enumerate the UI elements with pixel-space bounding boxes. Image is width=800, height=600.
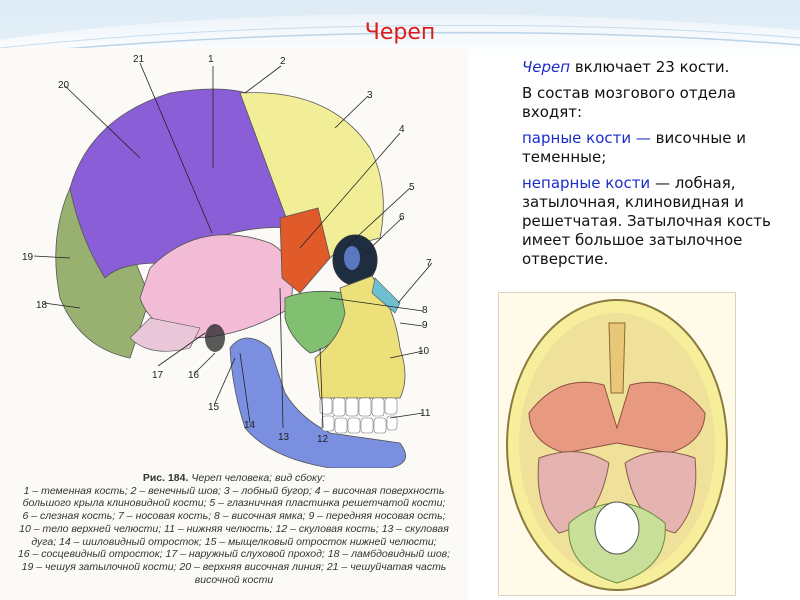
intro-rest: включает 23 кости.: [570, 58, 730, 76]
description-text: Череп включает 23 кости. В состав мозгов…: [522, 58, 784, 276]
decorative-waves: [0, 0, 800, 56]
label-5: 5: [409, 182, 415, 193]
label-18: 18: [36, 300, 48, 311]
caption-line: 6 – слезная кость; 7 – носовая кость; 8 …: [22, 510, 446, 523]
paragraph-brain-section: В состав мозгового отдела входят:: [522, 84, 736, 121]
skull-base-drawing: [506, 299, 728, 591]
label-21: 21: [133, 54, 145, 65]
label-10: 10: [418, 346, 430, 357]
skull-illustration: 1 2 3 4 5 6 7 8 9 10 11 12 13 14 15 16 1…: [22, 54, 433, 468]
caption-line: большого крыла клиновидной кости; 5 – гл…: [22, 497, 446, 510]
paired-rest: височные и теменные;: [522, 129, 746, 166]
label-1: 1: [208, 54, 214, 65]
label-2: 2: [280, 56, 286, 67]
term-paired-bones: парные кости —: [522, 129, 651, 147]
caption-line: 16 – сосцевидный отросток; 17 – наружный…: [17, 548, 451, 561]
skull-figure: 1 2 3 4 5 6 7 8 9 10 11 12 13 14 15 16 1…: [0, 48, 468, 600]
label-19: 19: [22, 252, 34, 263]
figure-caption: Рис. 184. Череп человека; вид сбоку: 1 –…: [4, 472, 464, 586]
label-13: 13: [278, 432, 290, 443]
paragraph-paired: парные кости — височные и теменные;: [522, 129, 784, 167]
skull-base-illustration: [498, 292, 736, 596]
label-3: 3: [367, 90, 373, 101]
label-7: 7: [426, 258, 432, 269]
label-17: 17: [152, 370, 164, 381]
term-skull: Череп: [522, 58, 571, 76]
label-11: 11: [420, 408, 431, 419]
paragraph-intro: Череп включает 23 кости.: [522, 58, 784, 77]
label-15: 15: [208, 402, 220, 413]
label-6: 6: [399, 212, 405, 223]
caption-line: 1 – теменная кость; 2 – венечный шов; 3 …: [23, 484, 445, 497]
label-12: 12: [317, 434, 329, 445]
label-14: 14: [244, 420, 256, 431]
caption-figure-number: Рис. 184.: [142, 472, 189, 484]
caption-line: дуга; 14 – шиловидный отросток; 15 – мыщ…: [31, 535, 437, 548]
term-unpaired-bones: непарные кости: [522, 174, 651, 192]
caption-line: 19 – чешуя затылочной кости; 20 – верхня…: [21, 560, 447, 573]
label-4: 4: [399, 124, 405, 135]
label-9: 9: [422, 320, 428, 331]
unpaired-rest: — лобная, затылочная, клиновидная и реше…: [522, 174, 771, 268]
label-16: 16: [188, 370, 200, 381]
caption-figure-title: Череп человека; вид сбоку:: [191, 472, 326, 484]
caption-line: височной кости: [194, 573, 274, 586]
slide-title: Череп: [364, 20, 436, 45]
caption-line: 10 – тело верхней челюсти; 11 – нижняя ч…: [19, 522, 449, 535]
label-20: 20: [58, 80, 70, 91]
paragraph-unpaired: непарные кости — лобная, затылочная, кли…: [522, 174, 784, 269]
caption-title-line: Рис. 184. Череп человека; вид сбоку:: [4, 472, 464, 485]
label-8: 8: [422, 305, 428, 316]
